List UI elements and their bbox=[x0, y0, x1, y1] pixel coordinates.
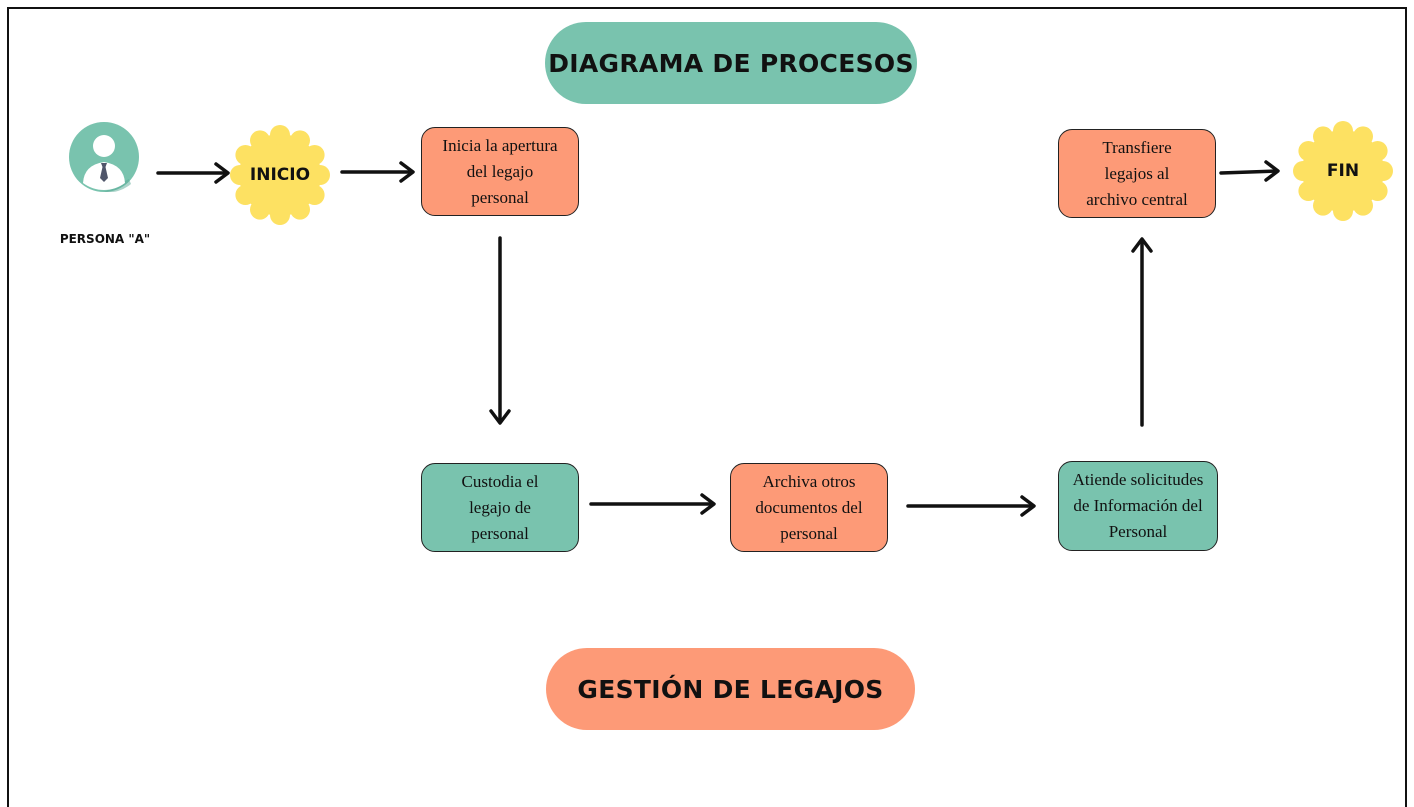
step-line: documentos del bbox=[755, 497, 863, 517]
end-label: FIN bbox=[1326, 161, 1360, 181]
arrow-transfer-to-end bbox=[1219, 160, 1280, 182]
diagram-subtitle: GESTIÓN DE LEGAJOS bbox=[546, 648, 915, 730]
arrow-start-to-open bbox=[340, 161, 415, 183]
step-archive-documents: Archiva otros documentos del personal bbox=[730, 463, 888, 552]
step-line: de Información del bbox=[1073, 496, 1203, 515]
diagram-title: DIAGRAMA DE PROCESOS bbox=[545, 22, 917, 104]
step-line: personal bbox=[471, 523, 529, 543]
step-open-file: Inicia la apertura del legajo personal bbox=[421, 127, 579, 216]
end-badge: FIN bbox=[1293, 121, 1393, 221]
arrow-archive-to-attend bbox=[906, 495, 1036, 517]
step-line: Personal bbox=[1108, 522, 1168, 541]
step-line: personal bbox=[780, 523, 838, 543]
step-line: legajos al bbox=[1104, 163, 1170, 183]
step-line: Archiva otros bbox=[762, 471, 856, 491]
end-badge-shape bbox=[1293, 121, 1393, 221]
step-attend-requests: Atiende solicitudes de Información del P… bbox=[1058, 461, 1218, 551]
step-line: Atiende solicitudes bbox=[1072, 470, 1204, 489]
start-badge: INICIO bbox=[230, 125, 330, 225]
start-label: INICIO bbox=[249, 165, 311, 185]
arrow-custody-to-archive bbox=[589, 493, 716, 515]
connector-arrows bbox=[156, 160, 1280, 517]
step-line: legajo de bbox=[469, 497, 531, 517]
step-custody: Custodia el legajo de personal bbox=[421, 463, 579, 552]
step-line: personal bbox=[471, 187, 529, 207]
diagram-frame bbox=[7, 7, 1407, 807]
step-line: del legajo bbox=[466, 161, 534, 181]
step-line: Transfiere bbox=[1102, 137, 1172, 157]
step-line: archivo central bbox=[1086, 189, 1188, 209]
step-line: Inicia la apertura bbox=[442, 135, 558, 155]
actor-label: PERSONA "A" bbox=[59, 232, 151, 246]
person-avatar-icon bbox=[69, 122, 139, 193]
step-transfer-files: Transfiere legajos al archivo central bbox=[1058, 129, 1216, 218]
arrow-actor-to-start bbox=[156, 162, 230, 184]
start-badge-shape bbox=[230, 125, 330, 225]
step-line: Custodia el bbox=[461, 471, 539, 491]
arrow-open-to-custody bbox=[489, 236, 511, 425]
arrow-attend-to-transfer bbox=[1131, 237, 1153, 427]
